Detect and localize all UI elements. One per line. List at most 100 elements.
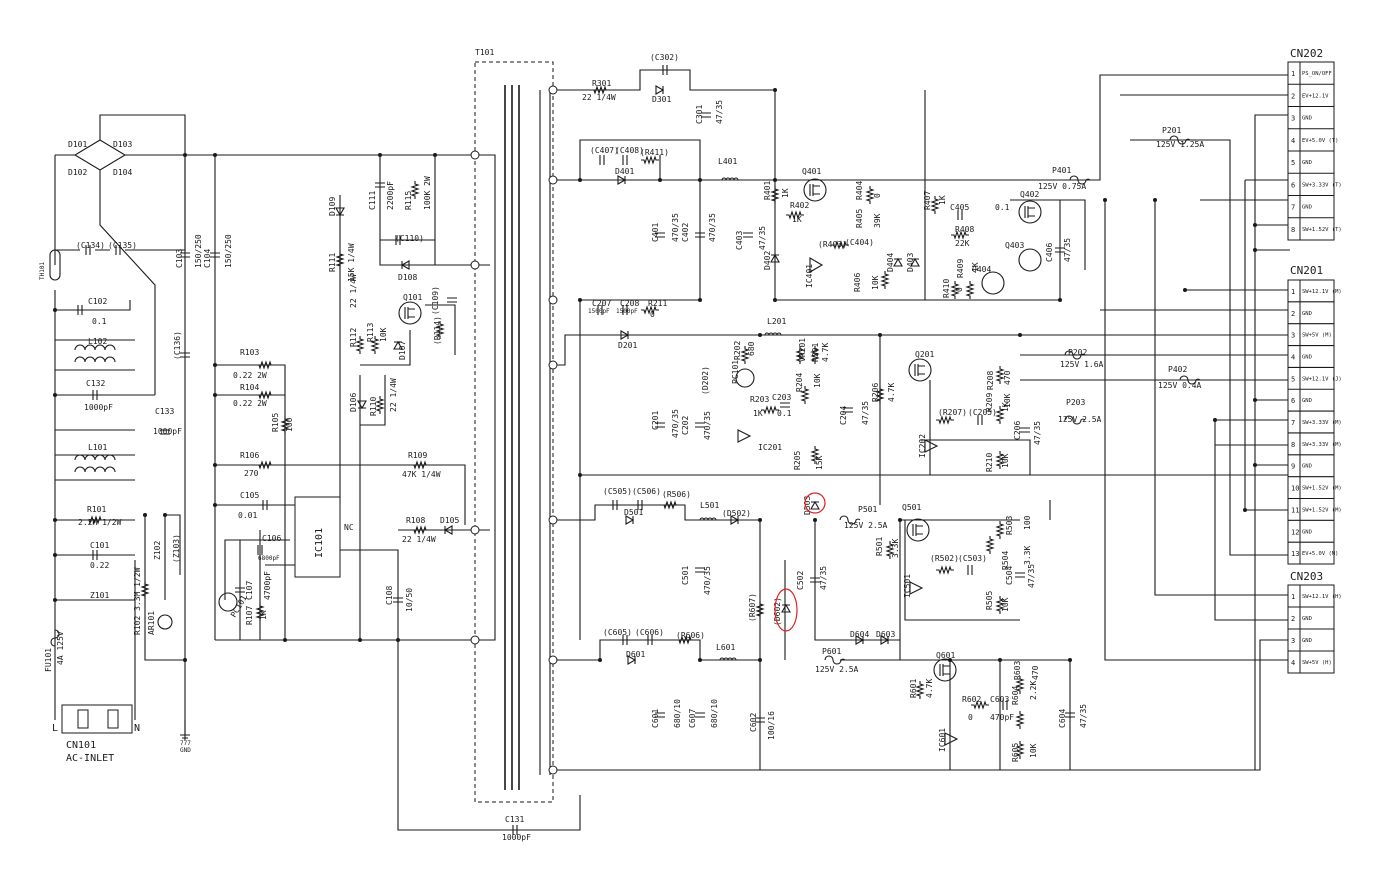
capacitor-symbol: [967, 565, 973, 575]
label-ic601: IC601: [938, 728, 947, 752]
ic201-symbol: [737, 429, 752, 443]
label-r408: R408: [955, 225, 974, 234]
label-q404: Q404: [972, 265, 991, 274]
label-c301v: 47/35: [715, 100, 724, 124]
label-l101: L101: [88, 443, 107, 452]
label-d402: D402: [763, 251, 772, 270]
junction-dot: [698, 298, 702, 302]
label-r110v: 22 1/4W: [389, 378, 398, 412]
optocoupler-pc101: [218, 592, 238, 612]
diode-symbol: [770, 253, 780, 263]
diode-symbol: [910, 257, 920, 267]
inductor-symbol: [74, 344, 116, 351]
label-c207v: 1500pF: [588, 308, 610, 315]
resistor-symbol: [1015, 711, 1025, 729]
label-r101v: 2.2M 1/2W: [78, 518, 122, 527]
capacitor-symbol: [599, 155, 605, 165]
inlet-pin-l: L: [52, 723, 58, 734]
transistor-gate: [1024, 206, 1035, 218]
junction-dot: [598, 658, 602, 662]
diode-symbol: [335, 207, 345, 217]
junction-dot: [396, 638, 400, 642]
resistor-symbol: [800, 386, 810, 404]
label-r409v: 1K: [971, 262, 980, 272]
junction-dot: [878, 333, 882, 337]
label-c301: C301: [695, 105, 704, 124]
label-r112v: 22 1/4W: [349, 274, 358, 308]
resistor-symbol: [951, 230, 969, 240]
junction-dot: [358, 638, 362, 642]
label-r505: R505: [985, 591, 994, 610]
label-d301: D301: [652, 95, 671, 104]
label-r103v: 0.22 2W: [233, 371, 267, 380]
capacitor-symbol: [655, 422, 665, 428]
cn202-pin-number: 3: [1291, 115, 1295, 123]
label-c106v: 6800pF: [258, 555, 280, 562]
label-d109: D109: [328, 197, 337, 216]
q404-symbol: [981, 271, 1005, 295]
cn202-pin-signal: SW+3.33V (T): [1302, 182, 1342, 188]
resistor-symbol: [335, 251, 345, 269]
label-c503: (C503): [958, 554, 987, 563]
label-c202v: 470/35: [703, 411, 712, 440]
label-t101: T101: [475, 48, 494, 57]
resistor-symbol: [375, 396, 385, 414]
capacitor-symbol: [743, 232, 753, 238]
label-c208v: 1500pF: [616, 308, 638, 315]
label-r209v: 1K: [1001, 402, 1010, 412]
capacitor-symbol: [977, 415, 983, 425]
transformer-terminal: [470, 635, 480, 645]
label-d602: (D602): [773, 597, 782, 626]
resistor-symbol: [936, 415, 954, 425]
junction-dot: [1253, 248, 1257, 252]
transistor-symbol: [933, 658, 957, 682]
label-r103: R103: [240, 348, 259, 357]
label-r201: R201: [811, 343, 820, 362]
label-r605: R605: [1011, 743, 1020, 762]
ic601-symbol: [944, 732, 959, 746]
junction-dot: [658, 178, 662, 182]
label-d101: D101: [68, 140, 87, 149]
label-d501: D501: [624, 508, 643, 517]
cn201-pin-number: 3: [1291, 332, 1295, 340]
resistor-symbol: [255, 603, 265, 621]
label-r114: (R114): [433, 316, 442, 345]
label-r203: R203: [750, 395, 769, 404]
optocoupler-pc101-secondary: [735, 368, 755, 388]
resistor-symbol: [256, 360, 274, 370]
ground-ref: 777: [180, 740, 191, 747]
junction-dot: [1253, 398, 1257, 402]
diode-symbol: [730, 515, 740, 525]
label-r109: R109: [408, 451, 427, 460]
label-c405: C405: [950, 203, 969, 212]
label-r104: R104: [240, 383, 259, 392]
cn201-pin-signal: SW+1.52V (M): [1302, 507, 1342, 513]
capacitor-symbol: [695, 712, 705, 718]
capacitor-symbol: [180, 252, 190, 258]
label-d105: D105: [440, 516, 459, 525]
junction-dot: [163, 513, 167, 517]
inductor-symbol: [74, 466, 116, 473]
junction-dot: [53, 598, 57, 602]
cn201-pin-number: 1: [1291, 288, 1295, 296]
capacitor-symbol: [1055, 247, 1065, 253]
label-r208: R208: [986, 371, 995, 390]
transformer-terminal: [548, 765, 558, 775]
transistor-gate: [912, 524, 923, 536]
cn201-pin-signal: EV+5.0V (M): [1302, 551, 1338, 557]
cn201-pin-number: 9: [1291, 463, 1295, 471]
ic401-symbol: [809, 257, 824, 273]
label-r201v: 4.7K: [821, 343, 830, 362]
capacitor-symbol: [393, 597, 403, 603]
junction-dot: [213, 393, 217, 397]
label-d102: D102: [68, 168, 87, 177]
cn202-pin-signal: GND: [1302, 160, 1312, 166]
label-c110: (C110): [395, 234, 424, 243]
capacitor-symbol: [447, 297, 457, 303]
resistor-symbol: [930, 196, 940, 214]
label-r408v: 22K: [955, 239, 970, 248]
label-r607: (R607): [748, 593, 757, 622]
label-r401: R401: [763, 181, 772, 200]
cn203-pin-number: 1: [1291, 593, 1295, 601]
resistor-symbol: [280, 416, 290, 434]
